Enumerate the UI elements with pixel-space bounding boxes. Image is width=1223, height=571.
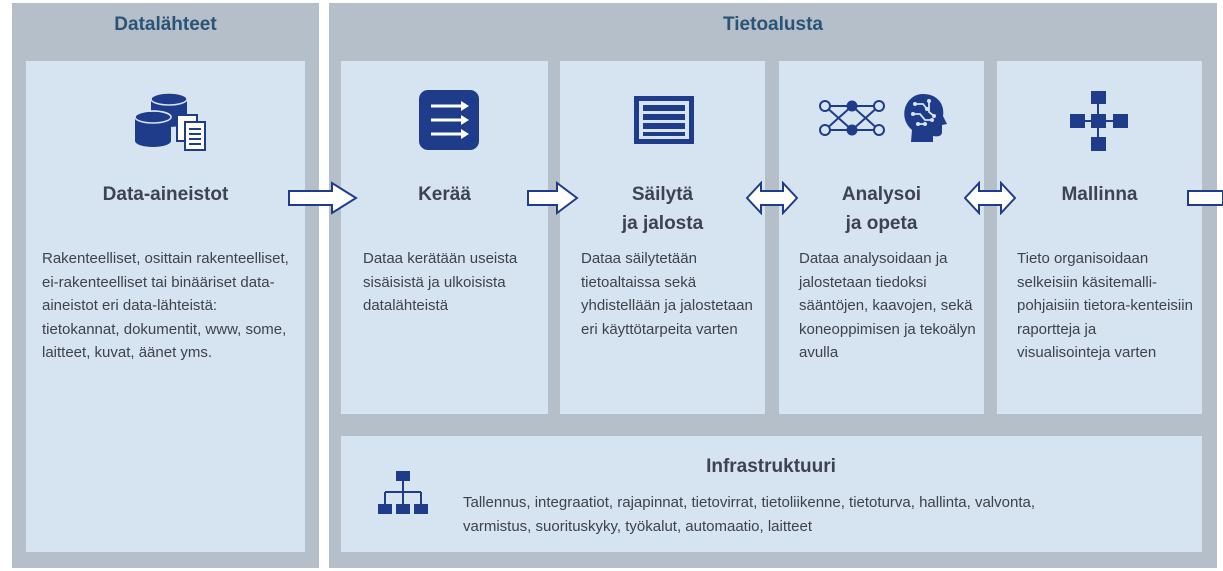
collect-card: Kerää Dataa kerätään useista sisäisistä …: [341, 61, 548, 414]
data-sets-card: Data-aineistot Rakenteelliset, osittain …: [26, 61, 305, 552]
arrow-right-collect-to-store: [527, 181, 579, 215]
infrastructure-card: Infrastruktuuri Tallennus, integraatiot,…: [341, 436, 1202, 552]
arrow-bidirectional-store-analyze: [746, 181, 798, 215]
hierarchy-icon: [378, 471, 428, 514]
data-sets-description: Rakenteelliset, osittain rakenteelliset,…: [42, 250, 289, 361]
model-description: Tieto organisoidaan selkeisiin käsitemal…: [1017, 250, 1193, 361]
store-refine-title-line1: Säilytä: [631, 184, 694, 205]
data-platform-panel: Tietoalusta Kerää Dataa kerätään useista…: [329, 3, 1217, 568]
model-card: Mallinna Tieto organisoidaan selkeisiin …: [997, 61, 1202, 414]
collect-description: Dataa kerätään useista sisäisistä ja ulk…: [363, 250, 518, 314]
store-refine-title-line2: ja jalosta: [621, 213, 704, 234]
model-structure-icon: [1070, 91, 1128, 151]
infrastructure-line1: Tallennus, integraatiot, rajapinnat, tie…: [463, 494, 1035, 511]
data-platform-header: Tietoalusta: [723, 14, 823, 35]
model-title: Mallinna: [1061, 184, 1138, 205]
arrow-right-sources-to-collect: [288, 181, 358, 215]
analyze-train-title-line1: Analysoi: [841, 184, 922, 205]
data-sources-panel: Datalähteet Data-aineistot Rakenteellise…: [12, 3, 319, 568]
collect-arrows-icon: [419, 90, 479, 150]
data-sets-title: Data-aineistot: [102, 184, 229, 205]
infrastructure-line2: varmistus, suorituskyky, työkalut, autom…: [463, 518, 813, 535]
storage-icon: [634, 96, 694, 144]
data-sources-header: Datalähteet: [114, 14, 217, 35]
store-refine-card: Säilytä ja jalosta Dataa säilytetään tie…: [560, 61, 765, 414]
infrastructure-title: Infrastruktuuri: [706, 456, 836, 477]
collect-title: Kerää: [418, 184, 471, 205]
arrow-bidirectional-analyze-model: [964, 181, 1016, 215]
database-documents-icon: [134, 92, 206, 151]
arrow-right-model-out: [1187, 190, 1223, 206]
analyze-train-card: Analysoi ja opeta Dataa analysoidaan ja …: [779, 61, 984, 414]
analyze-train-description: Dataa analysoidaan ja jalostetaan tiedok…: [799, 250, 976, 361]
store-refine-description: Dataa säilytetään tietoaltaissa sekä yhd…: [581, 250, 753, 338]
neural-network-icon: [819, 100, 885, 136]
ai-head-icon: [904, 94, 947, 142]
analyze-train-title-line2: ja opeta: [845, 213, 918, 234]
